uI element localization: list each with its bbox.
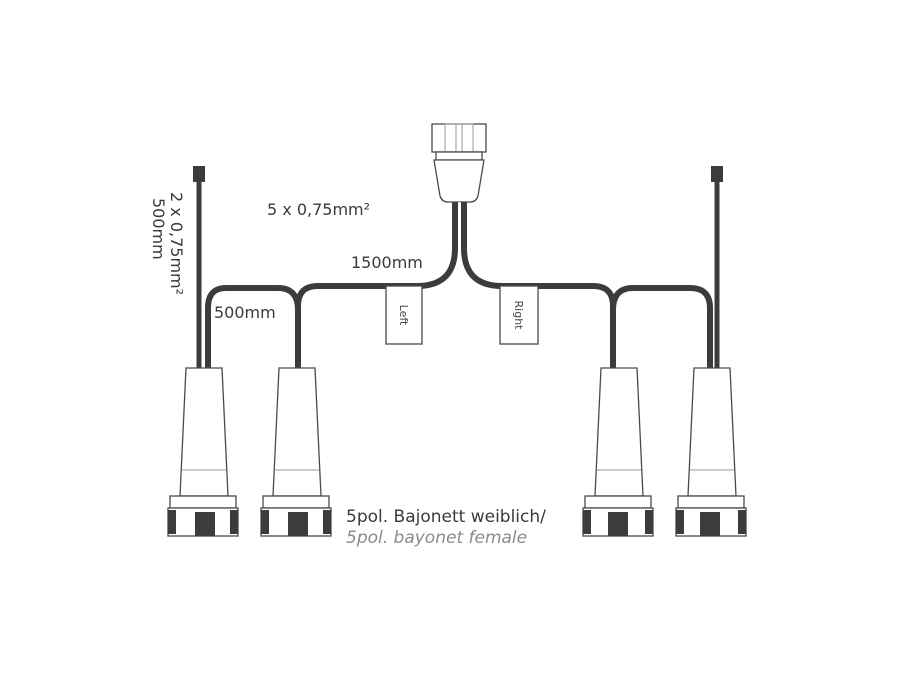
left-tag-label: Left xyxy=(397,305,410,326)
main-connector-body xyxy=(433,159,485,203)
connector-label-en: 5pol. bayonet female xyxy=(346,528,527,548)
side-cable-left-plug xyxy=(193,166,205,182)
connector-1 xyxy=(167,367,239,537)
connector-tab-left xyxy=(676,510,684,534)
side-cable-right-plug xyxy=(711,166,723,182)
connector-body xyxy=(687,367,737,497)
connector-body xyxy=(272,367,322,497)
connector-tab-right xyxy=(230,510,238,534)
right-tag: Right xyxy=(499,285,539,345)
connector-tab-right xyxy=(738,510,746,534)
side-cable-right xyxy=(711,166,723,368)
side-cable-spec-label: 2 x 0,75mm² xyxy=(167,192,186,295)
connector-collar xyxy=(169,495,237,509)
connector-tab-left xyxy=(583,510,591,534)
side-cable-left xyxy=(193,166,205,368)
connector-label-de: 5pol. Bajonett weiblich/ xyxy=(346,507,546,527)
cable-left-branch xyxy=(205,285,301,368)
connector-collar xyxy=(584,495,652,509)
branch-length-label: 500mm xyxy=(214,303,276,322)
right-tag-label: Right xyxy=(512,301,525,331)
main-length-label: 1500mm xyxy=(351,253,423,272)
connector-3 xyxy=(582,367,654,537)
cable-left-main xyxy=(295,202,458,368)
main-cable-label: 5 x 0,75mm² xyxy=(267,200,370,219)
connector-tab-right xyxy=(323,510,331,534)
connector-socket xyxy=(700,512,720,536)
left-tag-box xyxy=(385,285,423,345)
connector-tab-left xyxy=(168,510,176,534)
connector-collar xyxy=(262,495,330,509)
left-tag: Left xyxy=(385,285,423,345)
connector-tab-right xyxy=(645,510,653,534)
connector-4 xyxy=(675,367,747,537)
main-connector xyxy=(431,123,487,203)
connector-socket xyxy=(195,512,215,536)
main-connector-head xyxy=(431,123,487,153)
connector-socket xyxy=(608,512,628,536)
side-cable-length-label: 500mm xyxy=(149,198,168,260)
connector-body xyxy=(594,367,644,497)
cable-right-branch xyxy=(610,285,713,368)
connector-tab-left xyxy=(261,510,269,534)
main-connector-ring xyxy=(435,151,483,161)
connector-2 xyxy=(260,367,332,537)
connector-socket xyxy=(288,512,308,536)
connector-body xyxy=(179,367,229,497)
right-tag-box xyxy=(499,285,539,345)
main-cables xyxy=(295,202,616,368)
connector-collar xyxy=(677,495,745,509)
